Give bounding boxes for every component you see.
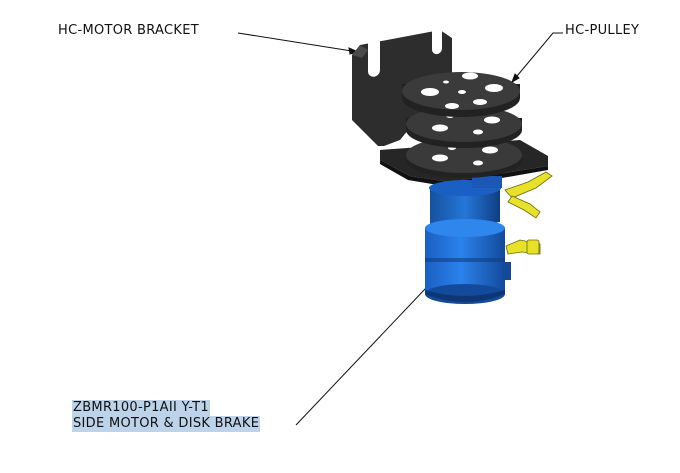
cable-connectors: [504, 171, 553, 255]
leader-pulley: [511, 32, 563, 83]
callout-motor: ZBMR100-P1AII Y-T1 SIDE MOTOR & DISK BRA…: [72, 400, 261, 432]
callout-pulley: HC-PULLEY: [565, 23, 640, 38]
side-motor-disk-brake: [425, 176, 511, 304]
callout-motor-line2: SIDE MOTOR & DISK BRAKE: [72, 416, 261, 432]
pulley-disk-upper: [402, 72, 520, 117]
leader-motor: [295, 287, 427, 426]
pulley-disk-lower: [406, 137, 522, 178]
callout-motor-bracket: HC-MOTOR BRACKET: [58, 23, 199, 38]
callout-motor-line1: ZBMR100-P1AII Y-T1: [72, 400, 210, 416]
leader-motor-bracket: [237, 32, 359, 53]
hc-pulley: [402, 72, 522, 178]
